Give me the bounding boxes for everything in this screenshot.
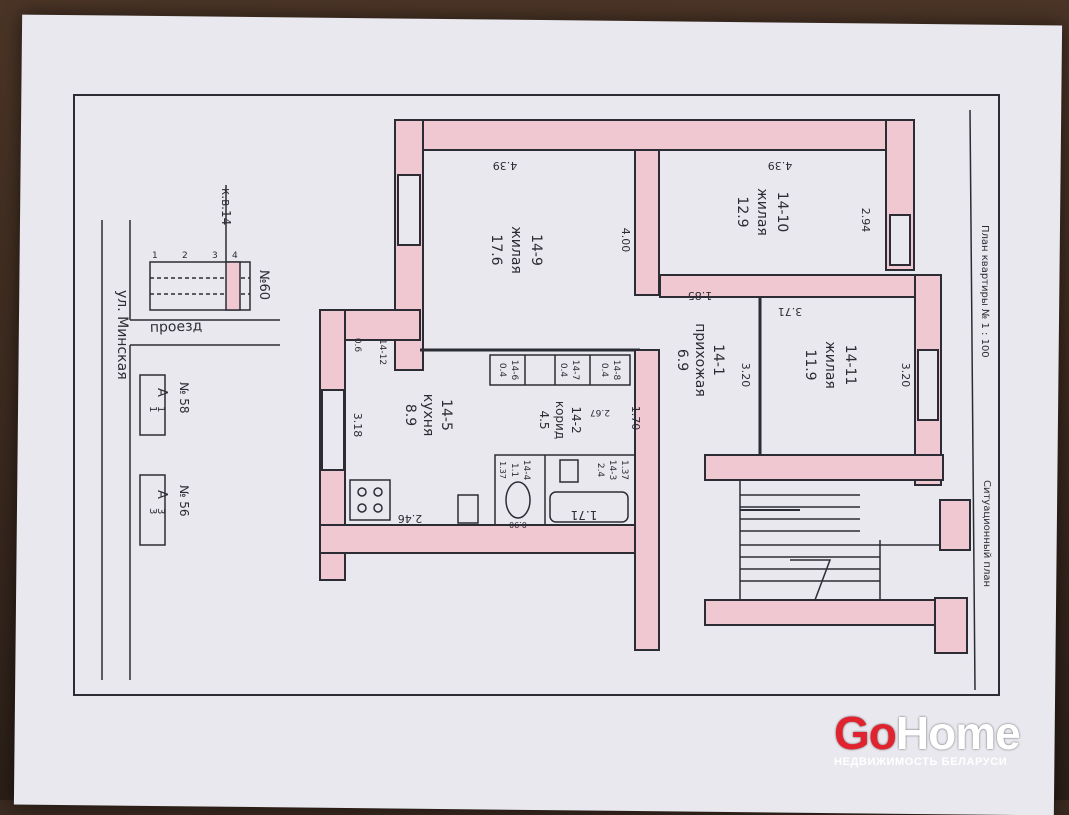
room-14-11-type: жилая (822, 341, 838, 389)
floor-plan-scale: План квартиры № 1 : 100 (979, 225, 990, 358)
dim-5: 3.71 (778, 305, 803, 318)
digit-1: 1 (152, 251, 158, 261)
small-14-12-area: 0.6 (352, 338, 362, 353)
dim-2: 4.00 (619, 228, 632, 253)
dim-0: 4.39 (493, 159, 518, 172)
wall-stair-right-1 (939, 499, 971, 551)
wall-under-14-11 (704, 454, 944, 481)
wall-bath-right (634, 349, 660, 651)
bldg-a-frac-top: 1 (155, 406, 166, 412)
situation-plan-label: Ситуационный план (981, 480, 992, 587)
small-14-7-id: 14-7 (570, 360, 580, 380)
window-kitchen (321, 389, 345, 471)
bath-fixtures (349, 354, 636, 526)
drawing-frame (73, 94, 1000, 696)
wall-interior-9-10 (634, 149, 660, 296)
digit-4: 4 (232, 251, 238, 261)
dim-9: 1.70 (629, 406, 642, 431)
small-14-7-area: 0.4 (558, 363, 568, 378)
small-14-12-id: 14-12 (377, 339, 387, 365)
digit-2: 2 (182, 251, 188, 261)
dim-10: 2.46 (398, 512, 423, 525)
bldg-a-frac-bot: 1 (147, 406, 158, 412)
wall-stair-right-2 (934, 597, 968, 654)
lane-label: проезд (150, 318, 203, 336)
room-14-5-type: кухня (420, 394, 436, 437)
bldg-b-frac-bot: 3 (147, 508, 158, 514)
building-label: к.в.14 (219, 188, 233, 225)
bldg-b-num: № 56 (177, 485, 191, 517)
small-14-4-id: 14-4 (521, 460, 531, 481)
side-divider (969, 109, 976, 691)
small-14-6-id: 14-6 (509, 360, 519, 381)
dim-4: 1.85 (688, 289, 713, 302)
room-14-9-id: 14-9 (528, 234, 544, 266)
dim-12: 1.37 (619, 460, 629, 480)
room-14-5-area: 8.9 (402, 404, 418, 426)
logo-go: Go (834, 707, 897, 759)
bldg-a: А (154, 388, 169, 397)
room-14-10-id: 14-10 (774, 192, 790, 233)
digit-3: 3 (212, 251, 218, 261)
room-14-10-type: жилая (754, 188, 770, 236)
room-14-11-id: 14-11 (842, 345, 858, 386)
site-plan (101, 185, 280, 680)
dim-11: 2.67 (590, 407, 610, 417)
walls (319, 119, 971, 654)
number-60: №60 (256, 270, 271, 300)
room-14-9-type: жилая (508, 226, 524, 274)
window-right-top (889, 214, 911, 266)
wall-14-9-bottom (420, 295, 635, 350)
small-14-8-id: 14-8 (611, 360, 621, 381)
dim-3: 2.94 (859, 208, 872, 233)
dim-7: 3.20 (899, 363, 912, 388)
room-14-1-type: прихожая (692, 323, 708, 397)
window-right-mid (917, 349, 939, 421)
window-left (397, 174, 421, 246)
logo-home: Home (895, 707, 1021, 759)
small-14-3-id: 14-3 (607, 460, 617, 480)
bldg-b: А (154, 490, 169, 499)
staircase (739, 480, 940, 601)
bldg-a-num: № 58 (177, 382, 191, 414)
room-14-2-id: 14-2 (569, 406, 583, 433)
small-14-4-area: 1.1 (509, 463, 519, 477)
room-14-9-area: 17.6 (488, 234, 504, 265)
room-14-2-type: корид (553, 401, 567, 439)
logo-word: GoHome (834, 708, 1026, 758)
room-14-1-id: 14-1 (710, 344, 726, 376)
dim-14: 0.90 (509, 520, 527, 529)
room-14-10-area: 12.9 (734, 196, 750, 227)
logo-tagline: НЕДВИЖИМОСТЬ БЕЛАРУСИ (834, 756, 1008, 768)
dim-6: 3.20 (739, 363, 752, 388)
wall-bottom (319, 524, 641, 554)
room-14-1-area: 6.9 (674, 349, 690, 371)
street-label: ул. Минская (114, 290, 130, 380)
dim-8: 3.18 (351, 413, 364, 438)
small-14-6-area: 0.4 (497, 363, 507, 378)
dim-13: 1.71 (571, 508, 598, 522)
dim-1: 4.39 (768, 159, 793, 172)
small-14-8-area: 0.4 (599, 363, 609, 378)
dim-15: 1.37 (498, 461, 507, 479)
gohome-watermark: GoHome НЕДВИЖИМОСТЬ БЕЛАРУСИ (834, 708, 1026, 776)
wall-stair-bottom (704, 599, 946, 626)
bldg-b-frac-top: 3 (155, 508, 166, 514)
room-14-2-area: 4.5 (537, 410, 551, 429)
small-14-3-area: 2.4 (595, 463, 605, 478)
room-14-5-id: 14-5 (438, 399, 454, 431)
room-14-11-area: 11.9 (802, 349, 818, 380)
wall-top (399, 119, 911, 151)
